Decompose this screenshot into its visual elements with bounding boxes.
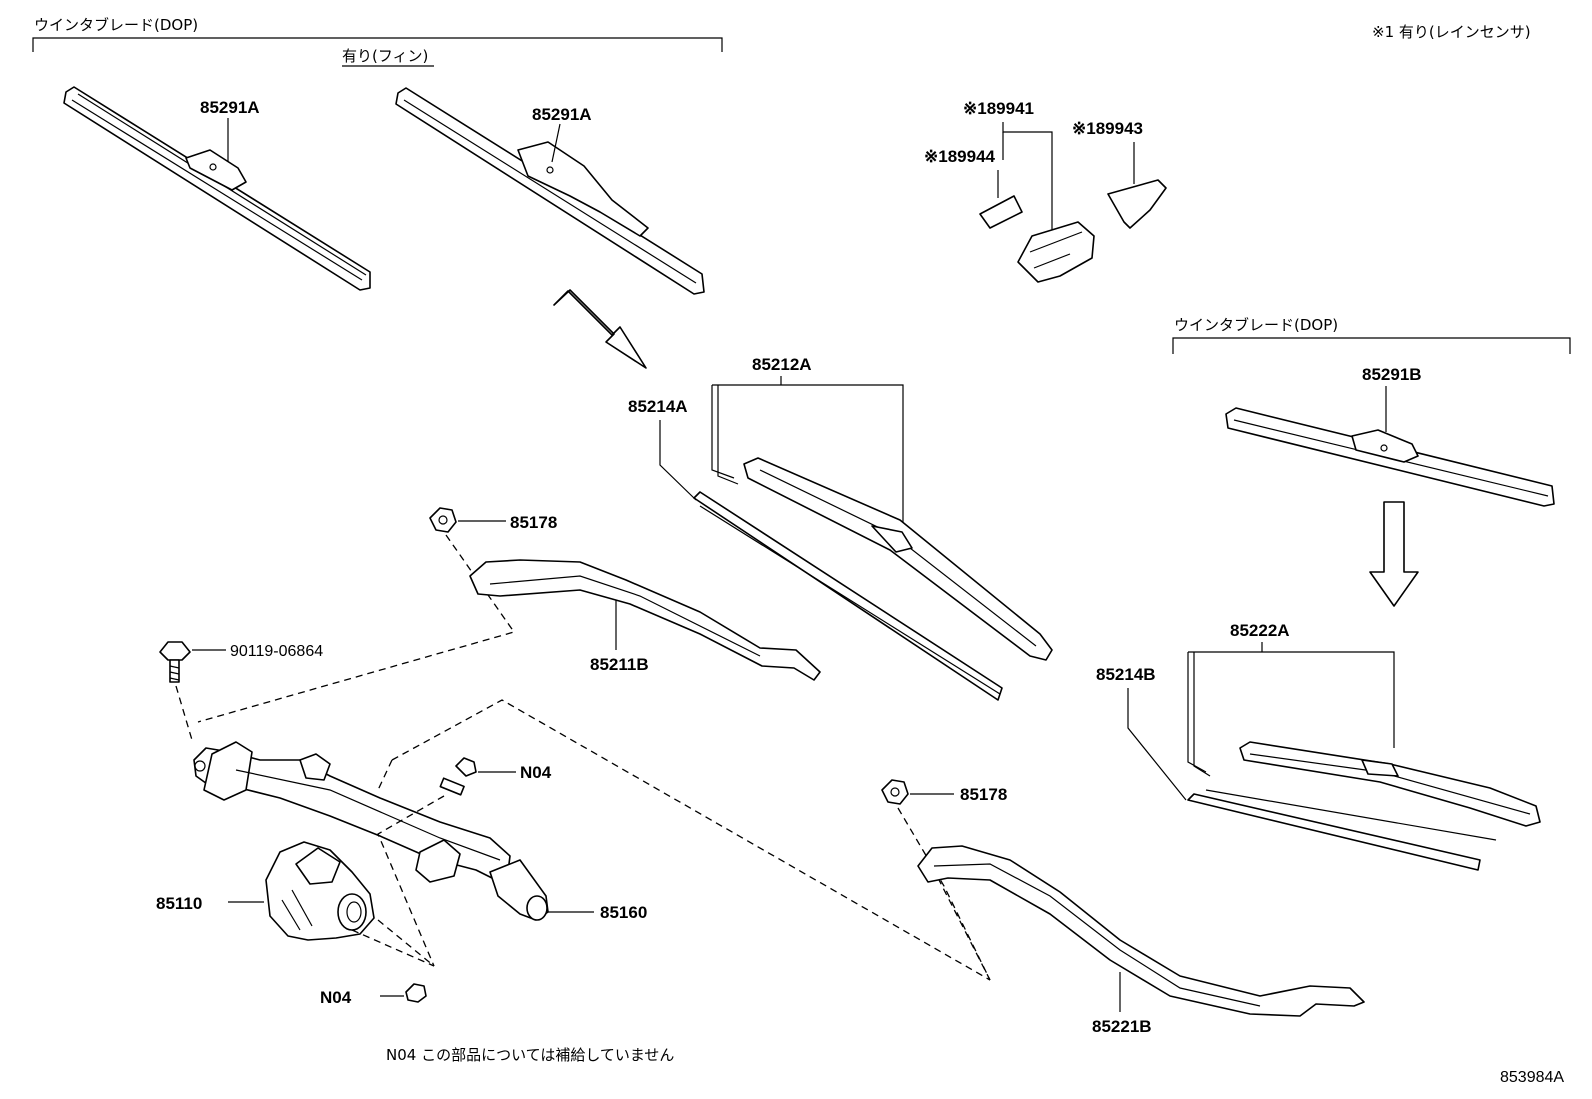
winter-blade-group-right: ウインタブレード(DOP) 85291B [1172,316,1571,607]
nut-n04-lower [405,983,427,1003]
wiper-blade-85222a-assembly: 85222A 85214B [1096,621,1541,871]
group-label-dop-left: ウインタブレード(DOP) [34,16,198,34]
wiper-arm-85211b [469,559,821,681]
part-label-89943: ※189943 [1072,119,1143,138]
wiper-arm-85221b [917,845,1365,1017]
part-label-85212a: 85212A [752,355,812,374]
sensor-cover-89943 [1107,179,1167,229]
wiper-link-motor-assembly: 85160 85110 N04 N04 [156,699,991,1007]
nut-85178-lower [881,779,909,805]
wiper-blade-85212a-assembly: 85212A 85214A [628,355,1053,701]
part-label-90119-06864: 90119-06864 [230,643,323,660]
part-label-85211b: 85211B [590,655,649,674]
nut-85178-upper [429,507,457,533]
bolt-90119: 90119-06864 [159,641,323,741]
group-label-dop-right: ウインタブレード(DOP) [1174,316,1338,334]
part-label-85178-lower: 85178 [960,785,1007,804]
wiper-blade-85291a-right: 85291A [395,87,705,295]
part-label-89941: ※189941 [963,99,1034,118]
blade-85212a [743,457,1053,661]
direction-arrow-upper [553,289,647,369]
sensor-pad-89944 [979,195,1023,229]
part-label-85110: 85110 [156,894,202,913]
diagram-id: 853984A [1500,1069,1564,1086]
part-label-85291a-right: 85291A [532,105,592,124]
blade-85222a [1239,741,1541,827]
footnote-n04: N04 この部品については補給していません [386,1046,674,1064]
part-label-85214a: 85214A [628,397,688,416]
part-label-85291b: 85291B [1362,365,1422,384]
part-label-85160: 85160 [600,903,647,922]
refill-85214a [693,491,1003,701]
part-label-85214b: 85214B [1096,665,1156,684]
part-label-89944: ※189944 [924,147,996,166]
rain-sensor-group: ※189941 ※189944 ※189943 [924,99,1167,283]
wiper-arm-85221b-group: 85178 85221B [881,779,1365,1036]
part-label-85222a: 85222A [1230,621,1290,640]
part-label-85221b: 85221B [1092,1017,1152,1036]
part-label-85291a-left: 85291A [200,98,260,117]
bolt-n04-upper [455,757,477,777]
rain-sensor-note: ※1 有り(レインセンサ) [1372,23,1531,41]
direction-arrow-lower [1369,501,1419,607]
part-label-n04-lower: N04 [320,988,352,1007]
winter-blade-group-left: ウインタブレード(DOP) 有り(フィン) [32,16,723,67]
refill-85214b [1187,793,1481,871]
wiper-blade-85291a-left: 85291A [63,86,371,291]
part-label-85178-upper: 85178 [510,513,557,532]
rain-sensor-89941 [1017,221,1095,283]
group-label-with-fin: 有り(フィン) [342,47,428,65]
wiper-arm-85211b-group: 85178 85211B [197,507,821,723]
part-label-n04-upper: N04 [520,763,552,782]
